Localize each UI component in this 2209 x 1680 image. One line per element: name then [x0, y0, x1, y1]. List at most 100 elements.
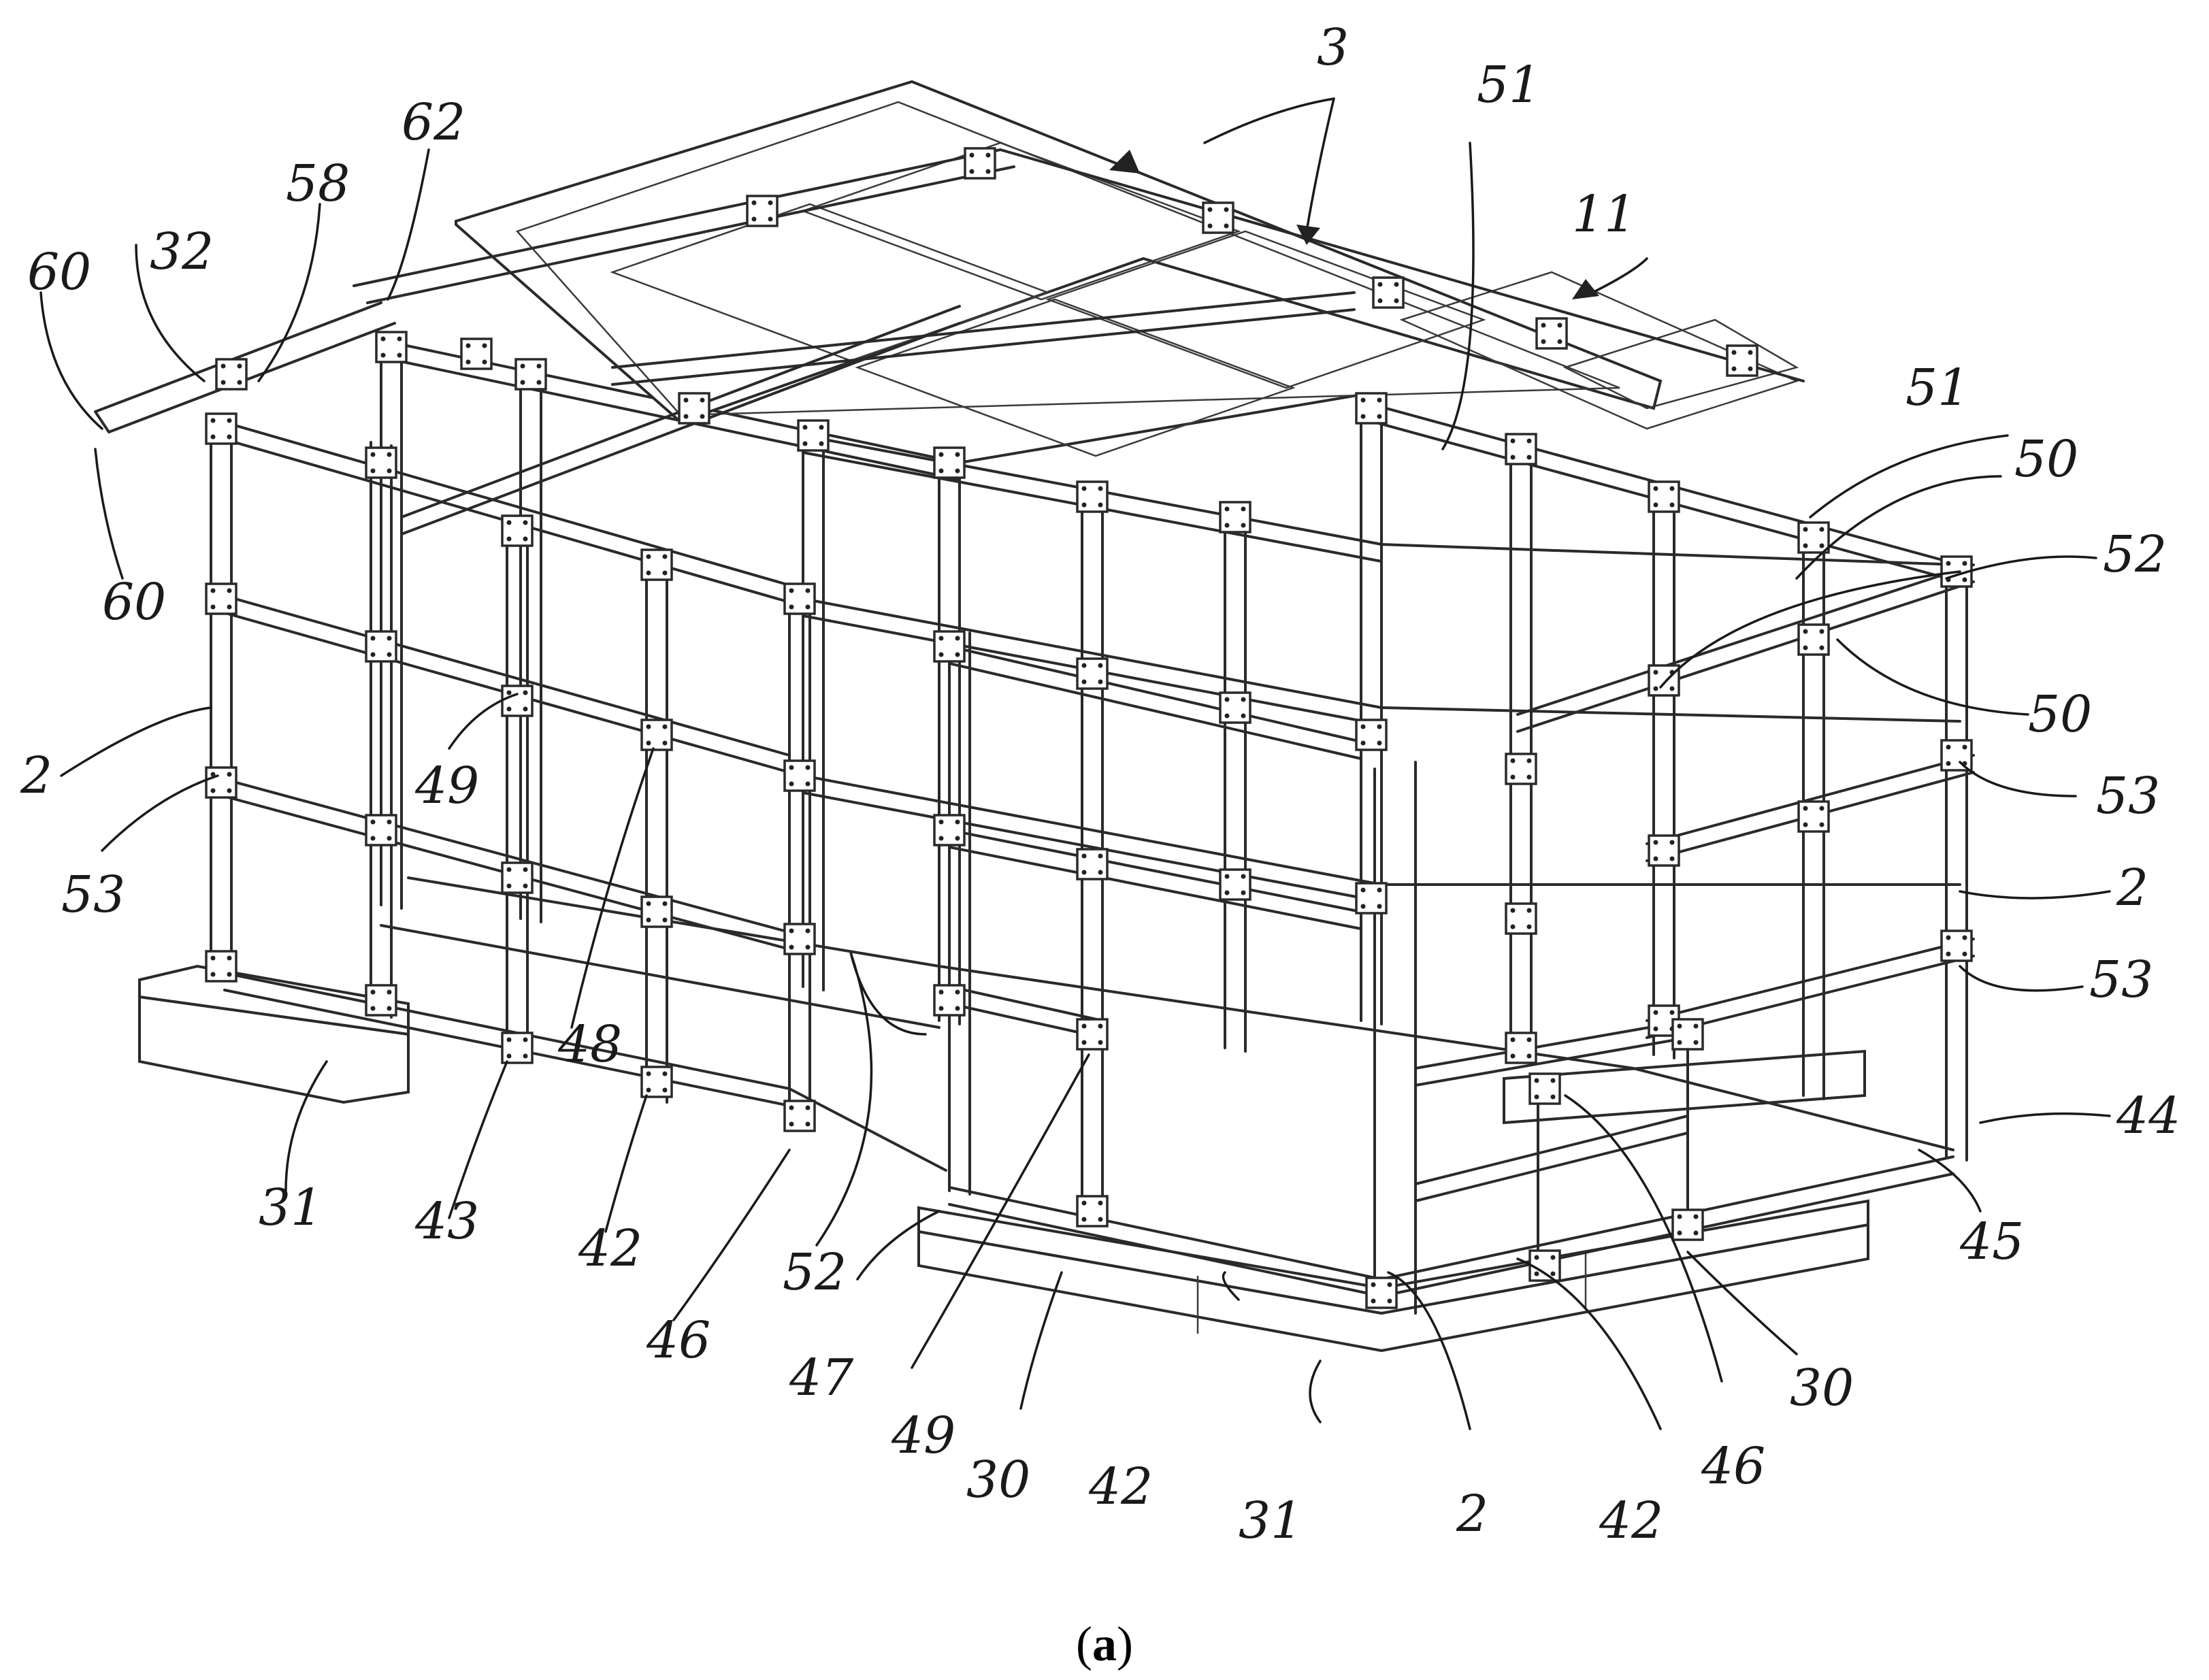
bolt-hole [387, 468, 392, 474]
bolt-hole [1224, 697, 1230, 702]
connection-plate [933, 984, 966, 1017]
bolt-hole [1550, 1255, 1556, 1260]
connection-plate [1076, 657, 1109, 690]
bolt-hole [506, 706, 512, 712]
bolt-hole [662, 917, 668, 923]
bolt-hole [789, 588, 794, 593]
label-46: 46 [646, 1311, 710, 1370]
bolt-hole [506, 520, 512, 525]
bolt-hole [1098, 502, 1103, 508]
bolt-hole [1081, 663, 1087, 668]
connection-plate [460, 337, 493, 370]
bolt-hole [1224, 506, 1230, 512]
bolt-hole [1677, 1040, 1682, 1045]
bolt-hole [1962, 561, 1967, 566]
bolt-hole [220, 380, 226, 385]
bolt-hole [1510, 908, 1516, 913]
label-53: 53 [61, 866, 125, 924]
bolt-hole [955, 1006, 960, 1011]
bolt-hole [465, 343, 471, 348]
bolt-hole [938, 819, 944, 825]
connection-plate [1219, 501, 1251, 533]
bolt-hole [387, 1006, 392, 1011]
bolt-hole [789, 604, 794, 610]
bolt-hole [1677, 1214, 1682, 1219]
label-45: 45 [1959, 1213, 2024, 1271]
bolt-hole [955, 452, 960, 457]
bolt-hole [1510, 924, 1516, 929]
bolt-hole [1241, 523, 1246, 528]
bolt-hole [210, 955, 216, 961]
bolt-hole [1693, 1230, 1699, 1236]
bolt-hole [227, 972, 232, 977]
bolt-hole [662, 1087, 668, 1093]
bolt-hole [700, 397, 705, 403]
bolt-hole [789, 1121, 794, 1127]
bolt-hole [397, 336, 402, 342]
bolt-hole [220, 363, 226, 369]
bolt-hole [1669, 502, 1675, 508]
bolt-hole [523, 883, 528, 889]
bolt-hole [819, 441, 824, 446]
bolt-hole [387, 452, 392, 457]
bolt-hole [1526, 924, 1532, 929]
bolt-hole [805, 588, 811, 593]
bolt-hole [802, 441, 808, 446]
bolt-hole [751, 200, 757, 205]
bolt-hole [700, 414, 705, 419]
bolt-hole [210, 588, 216, 593]
bolt-hole [662, 554, 668, 559]
bolt-hole [387, 819, 392, 825]
bolt-hole [969, 169, 975, 174]
label-52: 52 [783, 1243, 847, 1302]
label-51: 51 [1905, 359, 1969, 417]
connection-plate [1076, 480, 1109, 513]
connection-plate [365, 814, 397, 846]
bolt-hole [482, 359, 487, 365]
bolt-hole [227, 588, 232, 593]
connection-plate [783, 923, 816, 955]
bolt-hole [1819, 645, 1825, 650]
label-62: 62 [402, 93, 465, 152]
bolt-hole [1510, 774, 1516, 780]
bolt-hole [1534, 1078, 1539, 1083]
connection-plate [1372, 276, 1405, 309]
bolt-hole [938, 836, 944, 841]
label-50: 50 [2014, 430, 2078, 489]
bolt-hole [1731, 366, 1737, 372]
connection-plate [933, 814, 966, 846]
bolt-hole [1526, 438, 1532, 444]
bolt-hole [646, 570, 651, 576]
bolt-hole [1081, 1200, 1087, 1206]
bolt-hole [1224, 207, 1229, 212]
bolt-hole [938, 636, 944, 641]
bolt-hole [1224, 713, 1230, 719]
bolt-hole [1819, 629, 1825, 634]
bolt-hole [1081, 1217, 1087, 1222]
label-3: 3 [1317, 18, 1349, 77]
bolt-hole [1669, 1010, 1675, 1015]
bolt-hole [482, 343, 487, 348]
bolt-hole [1081, 1023, 1087, 1029]
connection-plate [1505, 902, 1537, 935]
bolt-hole [227, 604, 232, 610]
connection-plate [205, 950, 238, 983]
connection-plate [1671, 1018, 1704, 1051]
bolt-hole [520, 380, 525, 385]
connection-plate [1365, 1277, 1398, 1309]
label-46: 46 [1701, 1437, 1765, 1496]
bolt-hole [380, 352, 386, 358]
bolt-hole [805, 604, 811, 610]
bolt-hole [1748, 350, 1753, 355]
bolt-hole [1653, 486, 1658, 491]
label-42: 42 [1088, 1457, 1153, 1516]
bolt-hole [955, 989, 960, 995]
bolt-hole [1819, 543, 1825, 548]
connection-plate [1219, 868, 1251, 901]
bolt-hole [662, 570, 668, 576]
bolt-hole [1819, 806, 1825, 811]
bolt-hole [1371, 1298, 1376, 1304]
connection-plate [783, 1100, 816, 1132]
bolt-hole [387, 836, 392, 841]
label-31: 31 [259, 1179, 323, 1237]
